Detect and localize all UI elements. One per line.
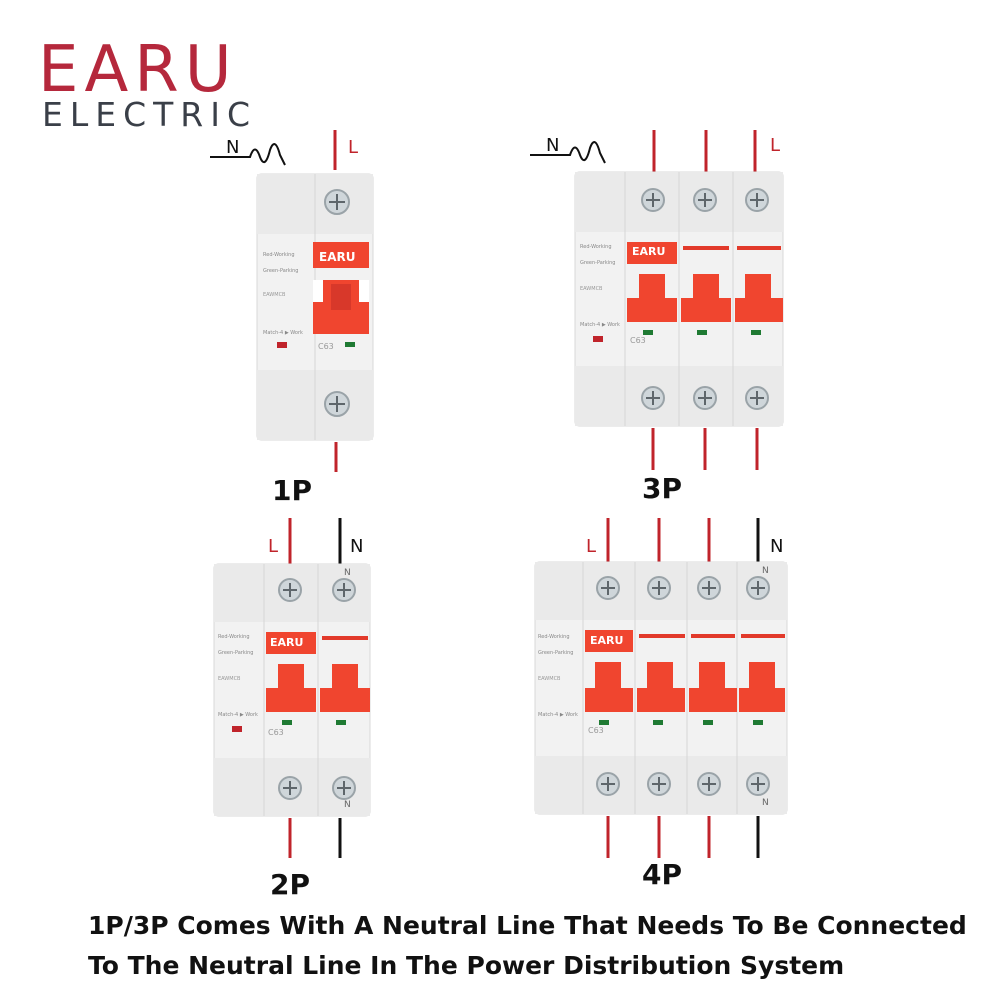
rating-text: C63 (318, 342, 334, 351)
module-logo: EARU (590, 634, 624, 647)
terminal-mark-n: N (344, 568, 351, 578)
output-wires-3p (651, 428, 759, 470)
match-text: Match-4 ▶ Work (218, 712, 258, 718)
input-wires-2p (288, 518, 342, 564)
model-text: EAWMCB (580, 286, 603, 292)
terminal-mark-n: N (762, 566, 769, 576)
match-text: Match-4 ▶ Work (263, 330, 303, 336)
wire-label-n: N (770, 536, 784, 557)
terminal-mark-n: N (344, 800, 351, 810)
wire-label-n: N (546, 135, 560, 156)
module-logo: EARU (632, 245, 666, 258)
caption-line-2: To The Neutral Line In The Power Distrib… (88, 951, 845, 980)
breaker-4p (533, 560, 789, 816)
terminal-mark-n: N (762, 798, 769, 808)
match-text: Match-4 ▶ Work (580, 322, 620, 328)
green-parking-text: Green-Parking (263, 268, 299, 274)
red-working-text: Red-Working (263, 252, 295, 258)
rating-text: C63 (588, 726, 604, 735)
input-wires-3p (530, 130, 757, 173)
variant-label: 1P (272, 474, 313, 507)
wire-label-n: N (350, 536, 364, 557)
module-logo: EARU (319, 250, 356, 264)
match-text: Match-4 ▶ Work (538, 712, 578, 718)
model-text: EAWMCB (263, 292, 286, 298)
red-working-text: Red-Working (218, 634, 250, 640)
wire-label-l: L (586, 536, 597, 557)
brand-logo: EARU (38, 33, 238, 107)
output-wires-2p (288, 818, 342, 858)
breaker-2p (212, 562, 372, 818)
input-wires-4p (606, 518, 760, 564)
wire-label-l: L (770, 135, 781, 156)
output-wires-4p (606, 816, 760, 858)
module-logo: EARU (270, 636, 304, 649)
rating-text: C63 (268, 728, 284, 737)
breaker-3p (573, 170, 785, 428)
variant-label: 3P (642, 472, 683, 505)
brand-subtitle: ELECTRIC (42, 95, 257, 134)
variant-label: 2P (270, 868, 311, 901)
caption-line-1: 1P/3P Comes With A Neutral Line That Nee… (88, 911, 967, 940)
variant-label: 4P (642, 858, 683, 891)
green-parking-text: Green-Parking (580, 260, 616, 266)
red-working-text: Red-Working (580, 244, 612, 250)
wire-label-l: L (268, 536, 279, 557)
red-working-text: Red-Working (538, 634, 570, 640)
model-text: EAWMCB (218, 676, 241, 682)
model-text: EAWMCB (538, 676, 561, 682)
rating-text: C63 (630, 336, 646, 345)
neutral-wire-1p (210, 130, 337, 170)
wire-label-l: L (348, 137, 359, 158)
green-parking-text: Green-Parking (538, 650, 574, 656)
green-parking-text: Green-Parking (218, 650, 254, 656)
breaker-1p (255, 172, 375, 442)
wire-label-n: N (226, 137, 240, 158)
output-wire-1p (334, 442, 338, 472)
